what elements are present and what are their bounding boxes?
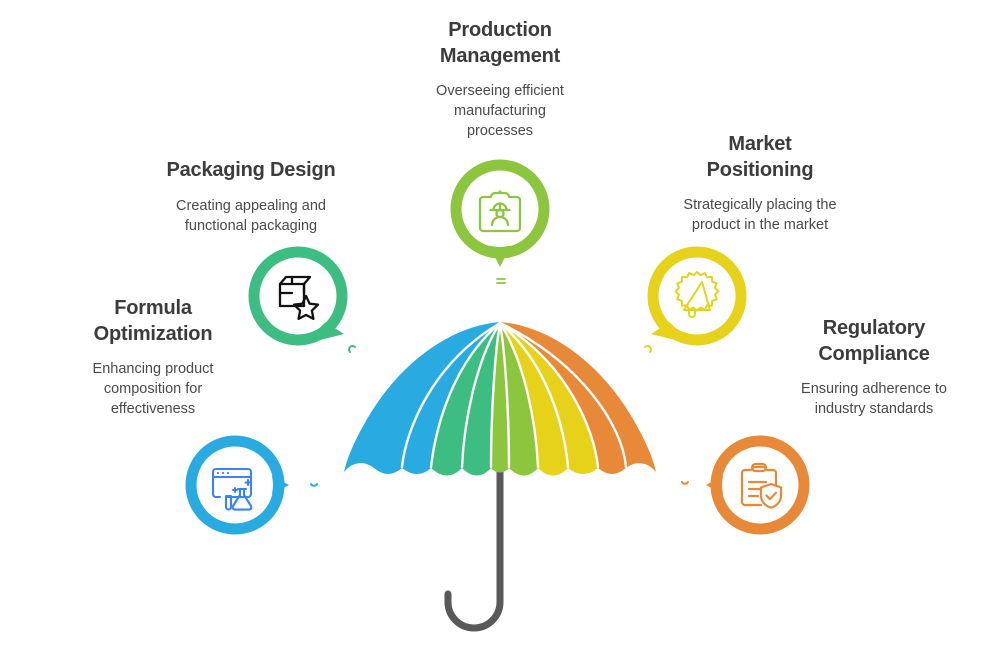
node-title-production-management: Production Management [439, 19, 561, 67]
node-text-formula-optimization: Formula Optimization Enhancing product c… [48, 296, 258, 419]
node-desc-regulatory-compliance: Ensuring adherence to industry standards [801, 381, 947, 418]
node-desc-formula-optimization: Enhancing product composition for effect… [92, 361, 214, 418]
node-title-packaging-design: Packaging Design [166, 159, 336, 181]
umbrella-graphic [344, 321, 656, 632]
node-icon-production-management[interactable] [450, 159, 550, 267]
ring-market-positioning [647, 246, 747, 346]
node-text-packaging-design: Packaging Design Creating appealing and … [142, 158, 360, 236]
node-icon-market-positioning[interactable] [647, 246, 747, 346]
node-icon-packaging-design[interactable] [248, 246, 348, 346]
umbrella-ribs [400, 321, 628, 469]
id-badge-worker-icon [452, 161, 548, 257]
box-star-icon [250, 248, 346, 344]
spark-dot-production-management [495, 272, 507, 290]
umbrella-handle [444, 456, 504, 632]
node-text-regulatory-compliance: Regulatory Compliance Ensuring adherence… [762, 316, 986, 419]
node-text-production-management: Production Management Overseeing efficie… [395, 18, 605, 141]
browser-flask-icon [187, 437, 283, 533]
ring-formula-optimization [185, 435, 289, 535]
spark-dot-market-positioning [641, 342, 653, 360]
spark-dot-packaging-design [347, 342, 359, 360]
umbrella-canopy [344, 322, 656, 476]
node-desc-packaging-design: Creating appealing and functional packag… [176, 197, 326, 234]
node-title-market-positioning: Market Positioning [706, 133, 814, 181]
node-title-regulatory-compliance: Regulatory Compliance [818, 317, 930, 365]
ring-packaging-design [248, 246, 348, 346]
node-desc-production-management: Overseeing efficient manufacturing proce… [436, 83, 564, 140]
megaphone-burst-icon [649, 248, 745, 344]
spark-dot-regulatory-compliance [679, 478, 691, 496]
node-text-market-positioning: Market Positioning Strategically placing… [650, 132, 870, 235]
node-desc-market-positioning: Strategically placing the product in the… [683, 197, 837, 234]
spark-dot-formula-optimization [308, 480, 320, 498]
node-icon-formula-optimization[interactable] [185, 435, 289, 535]
clipboard-shield-check-icon [712, 437, 808, 533]
node-title-formula-optimization: Formula Optimization [93, 297, 213, 345]
node-icon-regulatory-compliance[interactable] [706, 435, 810, 535]
